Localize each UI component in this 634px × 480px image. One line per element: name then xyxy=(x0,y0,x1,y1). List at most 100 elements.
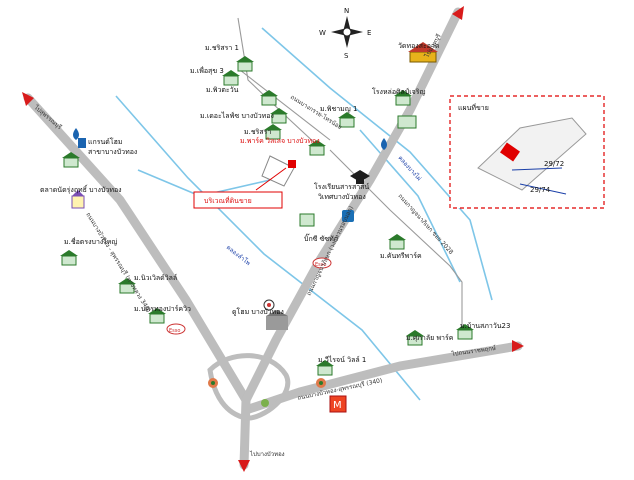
road-bottom xyxy=(241,341,523,415)
road-soi-mid xyxy=(239,69,331,141)
label-school-top: โรงหล่อศิลป์เจริญ xyxy=(372,87,425,96)
grandhome-icon xyxy=(78,138,86,148)
interchange-loop xyxy=(207,353,291,421)
svg-text:Esso: Esso xyxy=(315,262,326,268)
road-label-to-bangpuen: ไปบางบัวทอง xyxy=(249,450,285,458)
label-home-pro: ดูโฮม บางบัวทอง xyxy=(232,307,284,316)
house-icon xyxy=(316,360,334,376)
label-big-c: บิ๊กซี ซัซทัก xyxy=(304,233,338,243)
compass-w: W xyxy=(319,29,326,37)
label-school-main-2: วิเทศบางบัวทอง xyxy=(318,193,366,201)
property-pointer xyxy=(255,167,287,191)
canal-left xyxy=(115,95,421,401)
flame-icon-2 xyxy=(73,128,79,140)
bigc-icon xyxy=(342,210,354,222)
house-icon xyxy=(60,250,78,266)
inset-plot xyxy=(500,142,520,162)
label-ban-wimol: ม.วีไรจน์ วิลล์ 1 xyxy=(318,355,366,364)
house-icon xyxy=(394,90,412,106)
road-label-klong-lam: คลองลำโพ xyxy=(225,243,252,267)
label-ban-silpa: ม.ชื่อตรงบางใหญ่ xyxy=(64,237,117,246)
property-plot: บริเวณที่ดินขาย xyxy=(193,155,296,209)
svg-text:Esso: Esso xyxy=(169,328,180,334)
compass-s: S xyxy=(344,52,349,60)
house-icon xyxy=(222,70,240,86)
house-icon xyxy=(260,90,278,106)
label-ban-kanjana: ม.คันทรีพาร์ค xyxy=(380,252,422,260)
road-soi-right xyxy=(329,149,463,330)
inset-plot1: 29/72 xyxy=(544,160,564,168)
road-arrows xyxy=(22,6,524,472)
house-icon xyxy=(456,324,474,340)
compass-e: E xyxy=(367,29,371,37)
road-to-south xyxy=(239,395,251,470)
house-icons xyxy=(60,56,474,376)
label-ban-nakorn: ม.นครทองปาร์ควิว xyxy=(134,305,191,313)
label-ban-phiwtawan: ม.พิวตะวัน xyxy=(206,86,239,94)
label-ban-chatsara-top: ม.ชริสรา 1 xyxy=(205,44,239,52)
label-ban-park-village: ม.พาร์ค วิลเลจ บางบัวทอง xyxy=(240,137,320,145)
tree-icon-1 xyxy=(208,378,218,388)
label-ban-nivet: ม.นิวเวิลด์วิลล์ xyxy=(134,274,177,282)
inset-line-2 xyxy=(519,183,567,195)
label-ban-delight: ม.เดอะไลฟ์ซ บางบัวทอง xyxy=(200,111,274,120)
house-icon xyxy=(118,278,136,294)
house-icon xyxy=(270,108,288,124)
house-icon xyxy=(264,124,282,140)
label-ban-pruksa: ม.พิชามญ 1 xyxy=(320,105,357,113)
house-icon xyxy=(148,308,166,324)
shop-icon xyxy=(397,115,417,129)
school-icon xyxy=(350,170,370,184)
label-market: ตลาดนัดรุ่งฤทธิ์ บางบัวทอง xyxy=(40,184,122,194)
inset-map: แผนที่ขาย 29/72 29/74 xyxy=(449,95,605,209)
homepro-logo-icon xyxy=(263,299,275,311)
building-icon xyxy=(299,213,315,227)
arrow-northeast xyxy=(452,6,464,20)
tree-icon-3 xyxy=(261,399,269,407)
temple-icon xyxy=(408,42,438,63)
property-area xyxy=(261,155,295,187)
tree-icon-2 xyxy=(316,378,326,388)
place-labels: ม.ชริสรา 1 ม.เพื่อสุข 3 ม.พิวตะวัน ม.เดอ… xyxy=(40,42,510,364)
label-wat: วัดทองสะอาด xyxy=(398,42,439,50)
house-icon xyxy=(406,330,424,346)
label-ban-supalai: ม.ศุภาลัย พาร์ค xyxy=(406,334,454,342)
esso-icon-2: Esso xyxy=(166,323,186,335)
svg-text:M: M xyxy=(333,400,342,411)
road-soi-left xyxy=(237,17,319,147)
market-icon xyxy=(71,190,85,209)
road-label-to-suphan: ไปสุพรรณบุรี xyxy=(32,103,64,132)
canal-top xyxy=(261,27,493,301)
property-label: บริเวณที่ดินขาย xyxy=(204,196,252,205)
house-icon xyxy=(338,112,356,128)
inset-road xyxy=(477,117,587,191)
house-icon xyxy=(62,152,80,168)
property-label-box xyxy=(193,191,283,209)
label-grand-home-2: สาขาบางบัวทอง xyxy=(88,148,137,156)
canal-right xyxy=(359,129,461,283)
road-label-klong-right: คลองบางไผ่ xyxy=(397,154,424,183)
house-icon xyxy=(308,140,326,156)
label-ban-pueansuk: ม.เพื่อสุข 3 xyxy=(190,66,224,75)
arrow-south xyxy=(238,460,250,472)
mcdonalds-icon: M xyxy=(329,395,347,413)
inset-title: แผนที่ขาย xyxy=(458,103,489,112)
house-icon xyxy=(388,234,406,250)
label-ban-chatsara: ม.ชริสรา xyxy=(244,128,271,136)
esso-icon-1: Esso xyxy=(312,257,332,269)
label-school-main-1: โรงเรียนสารสาสน์ xyxy=(314,182,369,191)
compass-n: N xyxy=(344,7,349,15)
label-ban-ananda: ม.บ้านสภาวัน23 xyxy=(460,322,510,330)
house-icon xyxy=(236,56,254,72)
flame-icon-1 xyxy=(381,138,387,150)
inset-line-1 xyxy=(511,167,563,171)
compass: N S E W xyxy=(319,7,371,60)
arrow-northwest xyxy=(22,92,34,106)
arrow-east xyxy=(512,340,524,352)
property-marker xyxy=(288,160,296,168)
inset-plot2: 29/74 xyxy=(530,186,551,194)
road-to-suphan xyxy=(23,93,251,405)
landmark-icons: Esso Esso M xyxy=(71,42,438,413)
label-grand-home-1: แกรนด์โฮม xyxy=(88,137,123,146)
